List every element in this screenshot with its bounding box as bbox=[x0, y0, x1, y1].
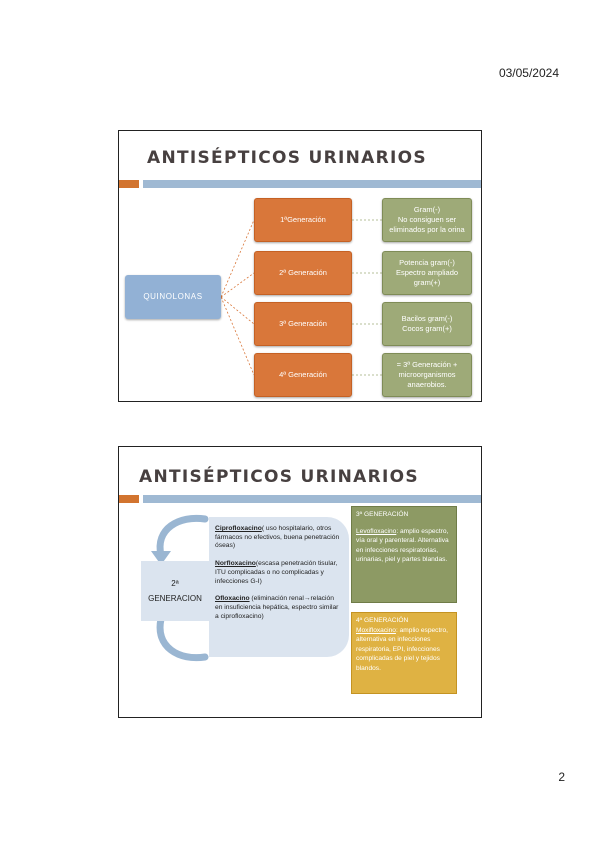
description-line: Espectro ampliado gram(+) bbox=[395, 267, 459, 288]
drug-name: Ofloxacino bbox=[215, 595, 250, 603]
drug-description: (escasa penetración tisular, ITU complic… bbox=[215, 560, 338, 585]
second-generation-label: 2ª GENERACION bbox=[141, 561, 209, 621]
third-generation-card: 3ª GENERACIÓN Levofloxacino: amplio espe… bbox=[351, 506, 457, 603]
drug-norfloxacino: Norfloxacino(escasa penetración tisular,… bbox=[215, 560, 343, 586]
drug-ofloxacino: Ofloxacino (eliminación renal→relación e… bbox=[215, 595, 343, 621]
drug-ciprofloxacino: Ciprofloxacino( uso hospitalario, otros … bbox=[215, 525, 343, 551]
slide-title: ANTISÉPTICOS URINARIOS bbox=[147, 148, 427, 168]
description-node-2: Potencia gram(-) Espectro ampliado gram(… bbox=[382, 251, 472, 295]
description-line: = 3ª Generación + microorganismos anaero… bbox=[396, 359, 458, 390]
description-line: No consiguen ser eliminados por la orina bbox=[389, 214, 465, 235]
generation-node-2: 2ª Generación bbox=[254, 251, 352, 295]
quinolonas-node: QUINOLONAS bbox=[125, 275, 221, 319]
generation-number: 2ª bbox=[171, 579, 179, 588]
description-node-1: Gram(-) No consiguen ser eliminados por … bbox=[382, 198, 472, 242]
title-rule bbox=[143, 180, 481, 188]
drug-name: Moxifloxacino bbox=[356, 626, 396, 634]
description-line: Potencia gram(-) bbox=[399, 257, 455, 267]
drug-description: : amplio espectro, vía oral y parenteral… bbox=[356, 527, 449, 564]
page-number: 2 bbox=[558, 770, 565, 784]
title-rule-accent bbox=[119, 180, 139, 188]
fourth-generation-card: 4ª GENERACIÓN Moxifloxacino: amplio espe… bbox=[351, 612, 457, 694]
second-generation-drugs: Ciprofloxacino( uso hospitalario, otros … bbox=[209, 517, 349, 657]
description-node-4: = 3ª Generación + microorganismos anaero… bbox=[382, 353, 472, 397]
title-rule-accent bbox=[119, 495, 139, 503]
generation-word: GENERACION bbox=[148, 594, 202, 603]
drug-name: Norfloxacino bbox=[215, 560, 256, 568]
page-date: 03/05/2024 bbox=[498, 66, 559, 80]
description-line: Bacilos gram(-) bbox=[401, 313, 453, 323]
description-line: Gram(-) bbox=[413, 204, 441, 214]
drug-name: Levofloxacino bbox=[356, 527, 397, 535]
generation-node-1: 1ªGeneración bbox=[254, 198, 352, 242]
drug-description: ( uso hospitalario, otros fármacos no ef… bbox=[215, 525, 340, 550]
description-node-3: Bacilos gram(-) Cocos gram(+) bbox=[382, 302, 472, 346]
drug-name: Ciprofloxacino bbox=[215, 525, 262, 532]
card-title: 4ª GENERACIÓN bbox=[356, 617, 409, 624]
title-rule bbox=[143, 495, 481, 503]
slide-2: ANTISÉPTICOS URINARIOS 2ª GENERACION Cip… bbox=[118, 446, 482, 718]
description-line: Cocos gram(+) bbox=[402, 324, 452, 333]
slide-title: ANTISÉPTICOS URINARIOS bbox=[139, 467, 419, 487]
diagram-connectors bbox=[220, 219, 382, 376]
drug-description: (eliminación renal→relación en insuficie… bbox=[215, 595, 339, 620]
card-title: 3ª GENERACIÓN bbox=[356, 511, 409, 518]
slide-1: ANTISÉPTICOS URINARIOS QUINOLONAS 1ªGene… bbox=[118, 130, 482, 402]
generation-node-4: 4ª Generación bbox=[254, 353, 352, 397]
generation-node-3: 3ª Generación bbox=[254, 302, 352, 346]
drug-description: : amplio espectro, alternativa en infecc… bbox=[356, 626, 448, 672]
